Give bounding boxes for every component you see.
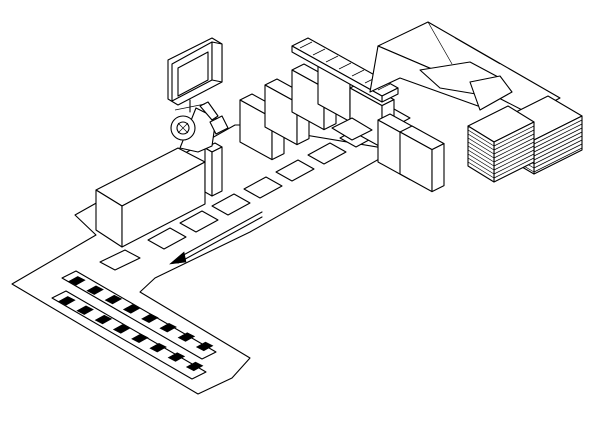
- sheet-line: [493, 145, 535, 167]
- dash-mark: [58, 296, 76, 306]
- rack-bar: [351, 69, 365, 77]
- rack-bar: [299, 41, 313, 49]
- sheet-line: [467, 145, 495, 163]
- dash-mark: [112, 324, 131, 334]
- sheet-line: [533, 143, 583, 169]
- panel-plate: [399, 125, 445, 193]
- dash-mark: [104, 294, 123, 305]
- robot-support-column: [204, 142, 223, 197]
- sheet-line: [533, 131, 583, 157]
- dashed-marks: [58, 276, 214, 372]
- dash-mark: [141, 313, 159, 323]
- slot-marker: [147, 227, 187, 250]
- sheet-line: [467, 141, 495, 159]
- sheet-line: [533, 135, 583, 161]
- sheet-line: [533, 127, 583, 153]
- dash-mark: [185, 361, 204, 372]
- sheet-stack-front: [467, 105, 535, 183]
- slot-marker: [243, 176, 283, 199]
- sheet-line: [467, 149, 495, 167]
- sheet-line: [467, 133, 495, 151]
- sheet-line: [467, 153, 495, 171]
- processing-machine-box: [95, 147, 206, 248]
- rack-bar: [377, 83, 391, 91]
- dash-mark: [122, 304, 141, 314]
- dash-mark: [195, 341, 214, 352]
- dash-mark: [131, 333, 149, 343]
- slot-marker: [179, 210, 219, 233]
- robot-arm-head: [170, 101, 229, 153]
- dash-mark: [86, 285, 104, 295]
- sheet-line: [467, 129, 495, 147]
- sheet-line: [467, 161, 495, 179]
- sheet-line: [467, 157, 495, 175]
- slot-marker: [211, 193, 251, 216]
- sheet-line: [493, 137, 535, 159]
- sheet-line: [533, 147, 583, 173]
- sheet-line: [533, 119, 583, 145]
- folded-sheet-assembly: [369, 21, 561, 115]
- rack-bar: [338, 62, 352, 70]
- sheet-line: [493, 149, 535, 171]
- control-monitor: [167, 37, 223, 113]
- dashed-conveyor-row-1: [61, 270, 217, 360]
- dash-mark: [177, 332, 196, 342]
- slot-marker: [307, 142, 347, 165]
- rack-bar: [312, 48, 326, 56]
- sheet-line: [533, 123, 583, 149]
- dash-mark: [68, 276, 86, 286]
- dashed-conveyor-row-2: [51, 290, 207, 380]
- slot-marker: [275, 159, 315, 182]
- sheet-line: [493, 157, 535, 179]
- side-chute: [331, 117, 373, 141]
- sheet-line: [493, 129, 535, 151]
- dash-mark: [167, 352, 186, 362]
- dash-mark: [159, 322, 177, 333]
- sheet-line: [493, 133, 535, 155]
- sheet-line: [533, 139, 583, 165]
- sheet-line: [493, 153, 535, 175]
- dash-mark: [149, 342, 167, 353]
- floor-slot-lower-left: [99, 249, 141, 271]
- sheet-line: [493, 141, 535, 163]
- sheet-line: [493, 125, 535, 147]
- dash-mark: [76, 305, 94, 315]
- direction-arrow: [169, 211, 263, 265]
- dash-mark: [94, 314, 113, 325]
- sheet-line: [467, 137, 495, 155]
- rack-bar: [325, 55, 339, 63]
